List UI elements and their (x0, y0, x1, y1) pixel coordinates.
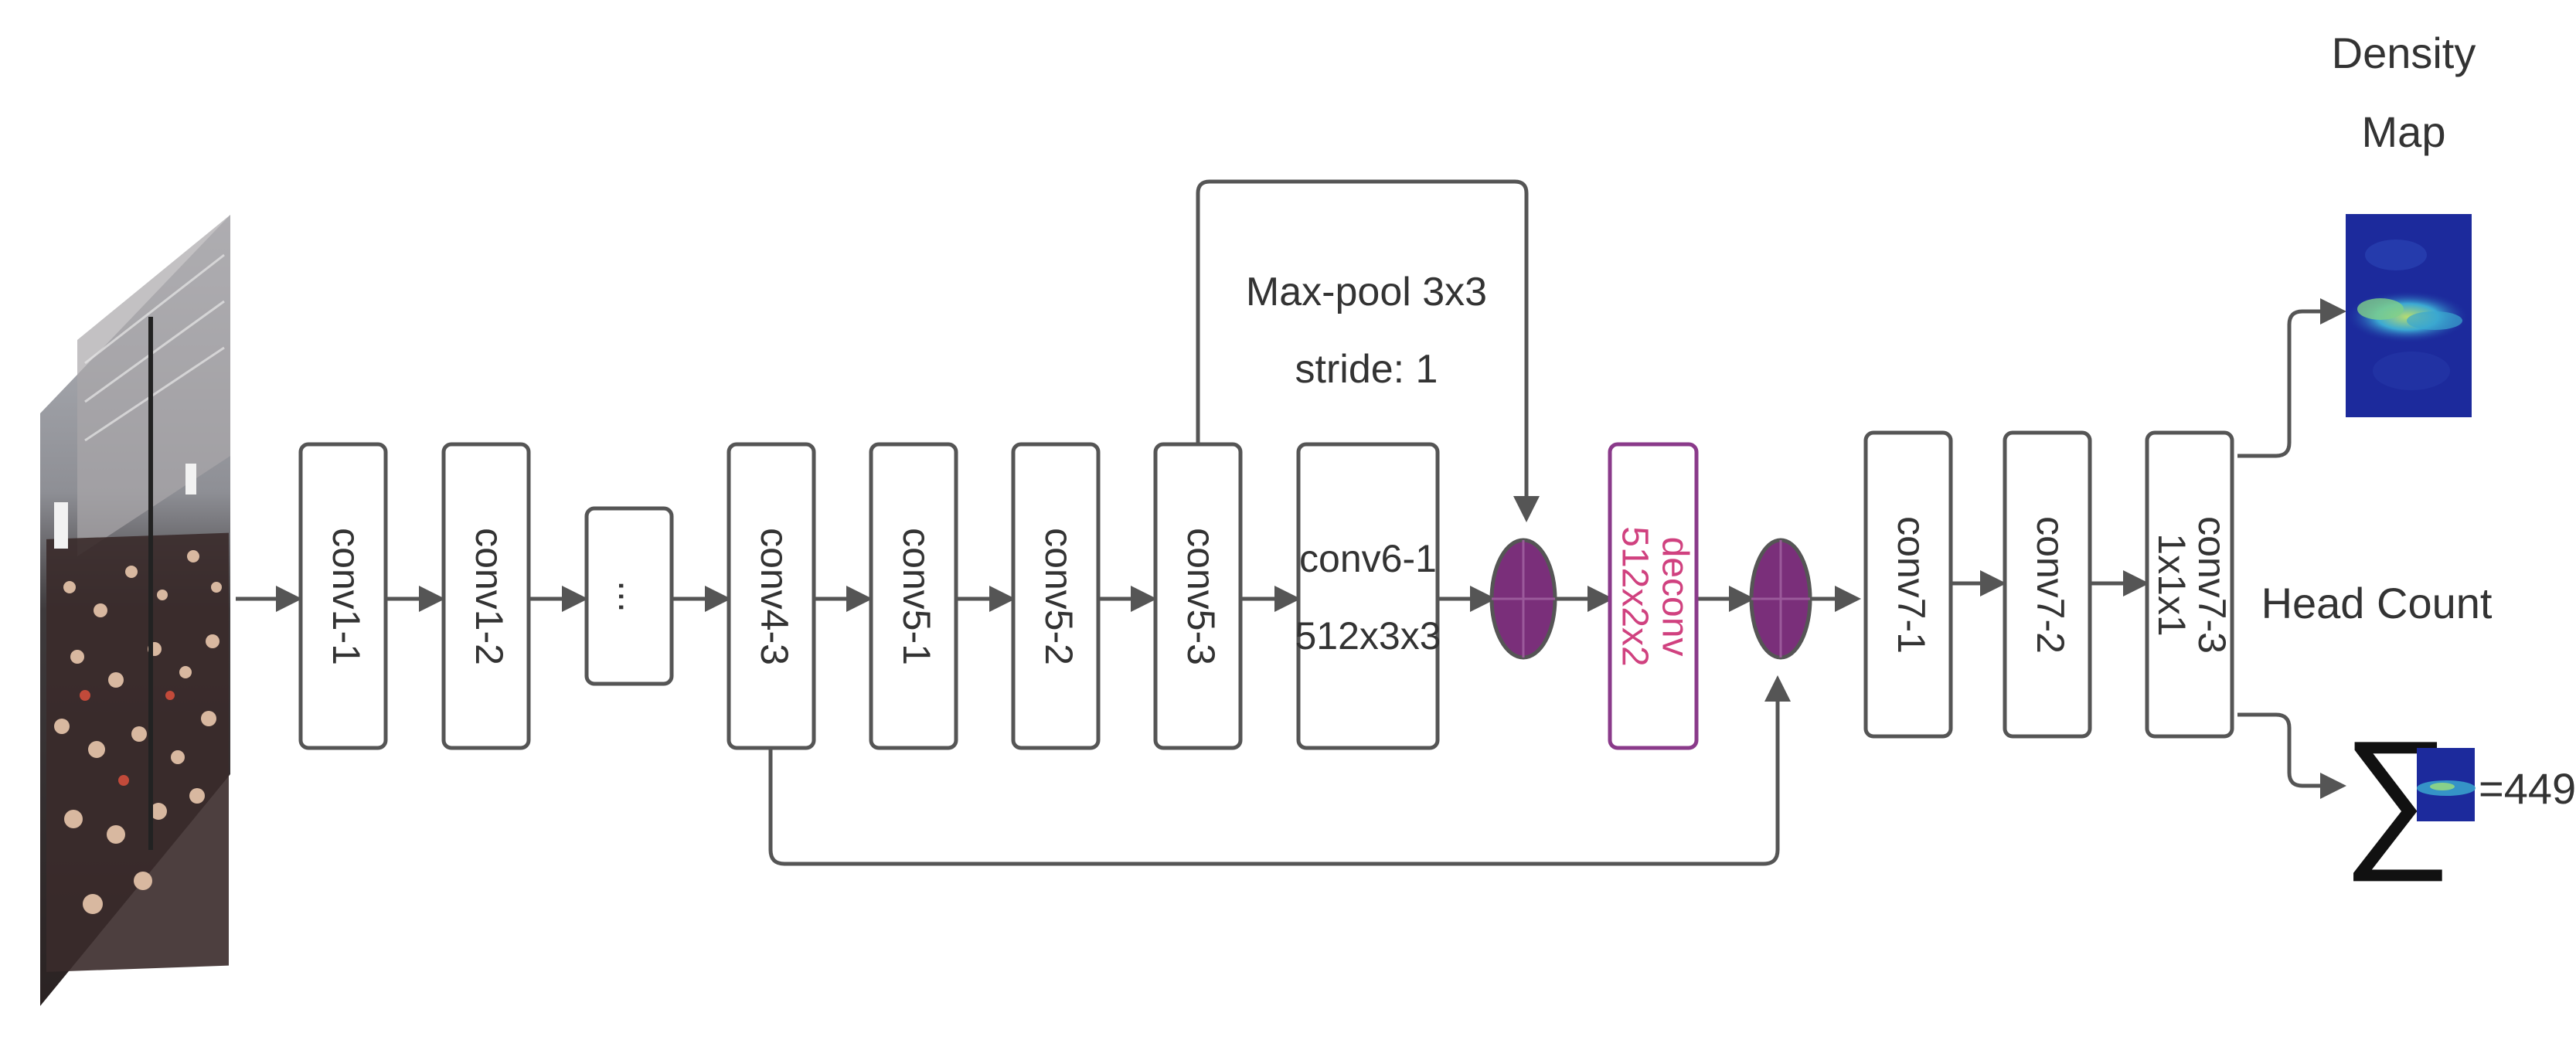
block-conv7-2 (2003, 430, 2092, 739)
label-conv5-3: conv5-3 (1179, 528, 1223, 665)
block-conv6-1 (1296, 442, 1440, 750)
input-crowd-image (40, 215, 230, 1006)
forward-arrows (236, 570, 2149, 612)
output-branches (2237, 298, 2346, 799)
label-conv1-1: conv1-1 (325, 528, 368, 665)
block-conv5-1 (869, 442, 958, 750)
label-conv5-1: conv5-1 (895, 528, 938, 665)
block-conv7-3 (2145, 430, 2234, 739)
label-deconv-line1: deconv (1654, 537, 1695, 657)
label-conv7-3-line2: 1x1x1 (2150, 533, 2193, 636)
block-ellipsis (584, 506, 674, 686)
block-conv1-2 (441, 442, 531, 750)
label-conv6-1-line2: 512x3x3 (1295, 614, 1441, 658)
layer-blocks (298, 430, 2234, 750)
density-map-image (2346, 214, 2472, 417)
label-deconv-line2: 512x2x2 (1614, 526, 1655, 666)
conv4-skip-connection (768, 675, 1791, 866)
label-conv7-3-line1: conv7-3 (2190, 516, 2234, 654)
count-result: =449 (2479, 764, 2576, 813)
label-conv1-2: conv1-2 (468, 528, 511, 665)
block-conv7-1 (1863, 430, 1953, 739)
block-conv1-1 (298, 442, 388, 750)
label-conv5-2: conv5-2 (1037, 528, 1080, 665)
count-density-thumbnail (2417, 748, 2476, 821)
block-conv5-2 (1011, 442, 1101, 750)
label-ellipsis: ... (611, 580, 654, 613)
maxpool-label-line2: stride: 1 (1295, 347, 1438, 392)
block-conv4-3 (727, 442, 816, 750)
maxpool-skip-connection (1196, 179, 1540, 522)
label-conv6-1-line1: conv6-1 (1299, 537, 1437, 580)
head-count-label: Head Count (2261, 579, 2493, 627)
maxpool-label-line1: Max-pool 3x3 (1246, 270, 1487, 314)
block-conv5-3 (1153, 442, 1243, 750)
label-conv4-3: conv4-3 (753, 528, 796, 665)
sum-node-2 (1749, 538, 1812, 660)
density-map-title-line1: Density (2332, 29, 2476, 77)
sum-node-1 (1489, 538, 1557, 660)
block-deconv (1608, 442, 1699, 750)
density-map-title-line2: Map (2362, 107, 2446, 156)
label-conv7-1: conv7-1 (1890, 516, 1933, 654)
label-conv7-2: conv7-2 (2029, 516, 2072, 654)
